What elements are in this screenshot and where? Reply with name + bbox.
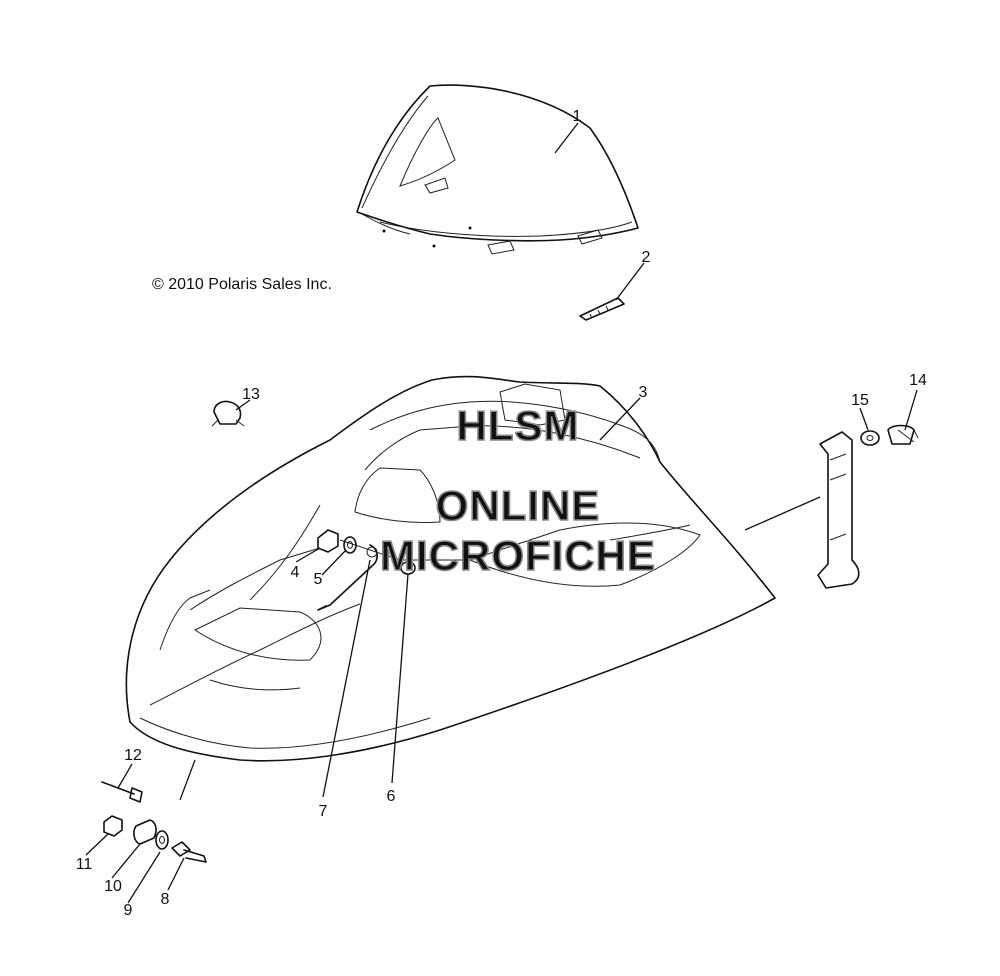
callout-8: 8 <box>161 891 170 908</box>
callout-15: 15 <box>851 392 869 409</box>
windshield-part <box>356 84 639 255</box>
pin-part <box>579 297 625 321</box>
watermark-line-2: ONLINE <box>436 482 601 529</box>
callout-14: 14 <box>909 372 927 389</box>
push-fastener-part <box>887 424 919 445</box>
watermark: HLSM ONLINE MICROFICHE <box>379 401 656 580</box>
leader-lines <box>85 122 918 904</box>
callout-9: 9 <box>124 902 133 919</box>
right-washer-part <box>860 430 880 446</box>
callout-7: 7 <box>319 803 328 820</box>
bolt-part <box>171 841 207 863</box>
left-nut-part <box>103 815 123 837</box>
callout-12: 12 <box>124 747 142 764</box>
left-washer-part <box>155 830 169 850</box>
bushing-part <box>133 819 157 845</box>
callout-6: 6 <box>387 788 396 805</box>
callout-4: 4 <box>291 564 300 581</box>
hood-washer-part <box>343 536 357 554</box>
callout-13: 13 <box>242 386 260 403</box>
callout-10: 10 <box>104 878 122 895</box>
callout-3: 3 <box>639 384 648 401</box>
strap-part <box>817 431 860 589</box>
callout-2: 2 <box>642 249 651 266</box>
screw-part <box>101 781 143 803</box>
hood-nut-part <box>317 529 339 553</box>
cable-part <box>317 544 378 611</box>
watermark-line-1: HLSM <box>457 402 580 449</box>
callout-11: 11 <box>76 856 93 873</box>
copyright-notice: © 2010 Polaris Sales Inc. <box>152 276 332 293</box>
callout-1: 1 <box>573 108 582 125</box>
callout-5: 5 <box>314 571 323 588</box>
clip-part <box>211 400 245 427</box>
hood-part <box>125 375 776 762</box>
watermark-line-3: MICROFICHE <box>380 532 656 579</box>
